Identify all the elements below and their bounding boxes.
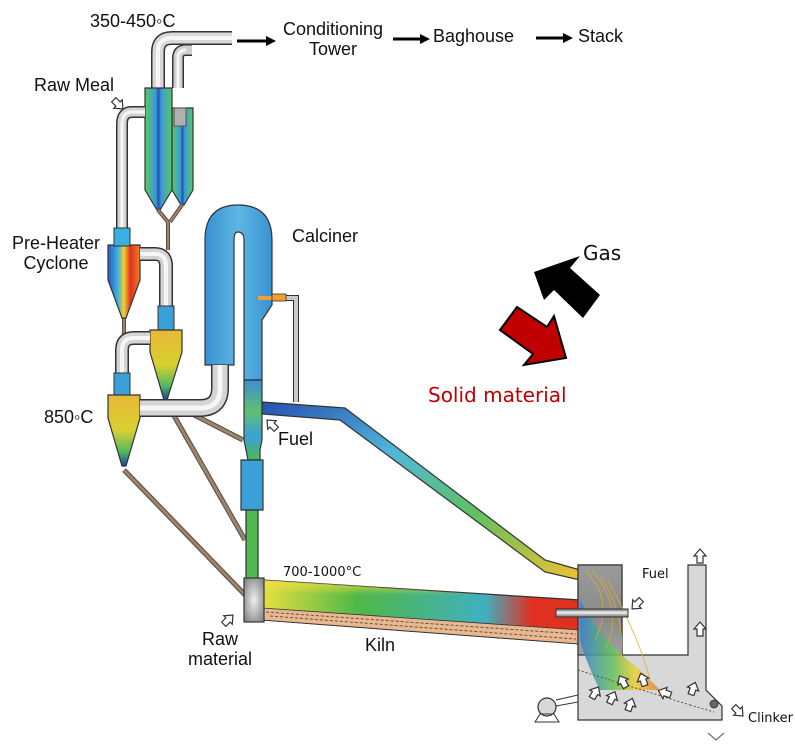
top-cyclones [144, 87, 194, 211]
legend-gas-label: Gas [583, 241, 622, 265]
arrow-clinker [730, 703, 744, 717]
arrow-fuel-calciner [266, 419, 280, 433]
preheater-line1: Pre-Heater [11, 233, 101, 253]
arrow-raw-meal [110, 96, 124, 110]
arrow-fuel-kiln [631, 596, 645, 610]
baghouse-label: Baghouse [433, 26, 515, 46]
hollow-arrows [110, 96, 744, 717]
clinker-label: Clinker [748, 711, 793, 726]
arrow-up-stack-top [692, 548, 708, 564]
connector-pipe-2 [113, 331, 150, 396]
flow-arrows [237, 33, 573, 46]
arrow-raw-material [220, 614, 234, 628]
arrow-up-stack-mid [692, 621, 708, 637]
cooler-air-arrows [588, 672, 700, 713]
calciner-fuel-label: Fuel [278, 429, 314, 449]
preheater-cyclone-label: Pre-Heater Cyclone [2, 233, 110, 274]
conditioning-tower-label: Conditioning Tower [273, 19, 393, 60]
kiln-label: Kiln [365, 635, 396, 655]
legend-solid-label: Solid material [428, 383, 567, 407]
calciner [140, 204, 299, 417]
solid-arrow-icon [498, 305, 568, 367]
riser-duct [240, 379, 264, 581]
exhaust-pipes [151, 31, 232, 88]
connector-pipe-1 [140, 247, 175, 331]
preheater-line2: Cyclone [23, 252, 89, 273]
temperature-850-label: 850◦C [44, 407, 94, 427]
kiln-fuel-label: Fuel [642, 567, 669, 582]
conditioning-tower-line1: Conditioning [282, 19, 384, 39]
cyclone-2 [149, 329, 183, 401]
cyclone-850 [107, 394, 141, 467]
raw-meal-label: Raw Meal [34, 75, 115, 95]
kiln-temperature-label: 700-1000°C [283, 565, 362, 580]
raw-material-line1: Raw [201, 629, 238, 649]
raw-material-line2: material [187, 648, 253, 669]
gas-arrow-icon [534, 256, 600, 318]
calciner-label: Calciner [292, 226, 359, 246]
raw-material-label: Raw material [170, 629, 270, 670]
raw-meal-pipe [116, 106, 145, 230]
stack-label: Stack [578, 26, 624, 46]
material-ducts [122, 203, 252, 602]
rotary-kiln [243, 577, 581, 645]
top-temperature-label: 350-450◦C [90, 11, 176, 31]
preheater-cyclone [107, 227, 141, 319]
clinker-cooler [534, 564, 725, 741]
conditioning-tower-line2: Tower [308, 38, 357, 59]
